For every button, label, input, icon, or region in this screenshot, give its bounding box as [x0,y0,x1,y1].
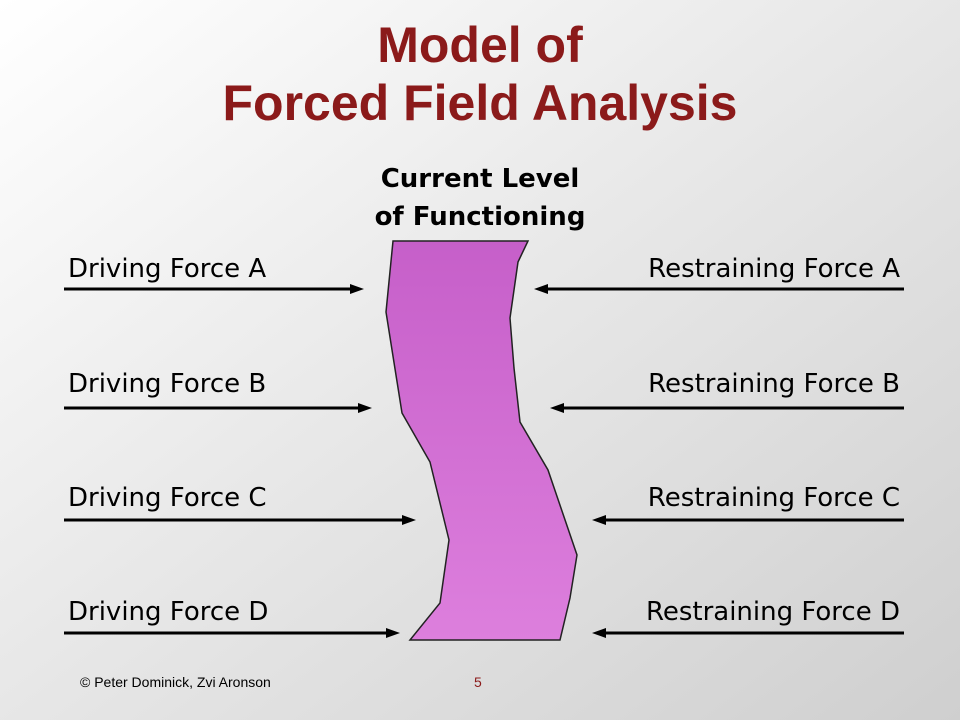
title-line-1: Model of [377,17,583,73]
current-level-band [385,240,578,641]
driving-force-a-label: Driving Force A [68,254,267,284]
restraining-arrow-d [592,628,904,638]
driving-force-arrows [64,284,416,638]
driving-arrow-c [64,515,416,525]
page-number: 5 [474,674,482,690]
restraining-force-c-label: Restraining Force C [647,483,900,513]
restraining-force-d-label: Restraining Force D [645,597,900,627]
slide-title: Model of Forced Field Analysis [0,16,960,132]
copyright-notice: © Peter Dominick, Zvi Aronson [80,674,271,690]
driving-force-d-label: Driving Force D [68,597,269,627]
driving-arrow-b [64,403,372,413]
current-level-line-2: of Functioning [374,202,586,232]
restraining-arrow-b [550,403,904,413]
restraining-arrow-c [592,515,904,525]
driving-arrow-a [64,284,364,294]
restraining-force-a-label: Restraining Force A [648,254,900,284]
driving-arrow-d [64,628,400,638]
current-level-line-1: Current Level [380,164,580,194]
restraining-arrow-a [534,284,904,294]
title-line-2: Forced Field Analysis [222,75,738,131]
restraining-force-b-label: Restraining Force B [648,369,900,399]
current-level-label: Current Level of Functioning [330,160,630,236]
driving-force-c-label: Driving Force C [68,483,267,513]
driving-force-b-label: Driving Force B [68,369,267,399]
restraining-force-arrows [534,284,904,638]
